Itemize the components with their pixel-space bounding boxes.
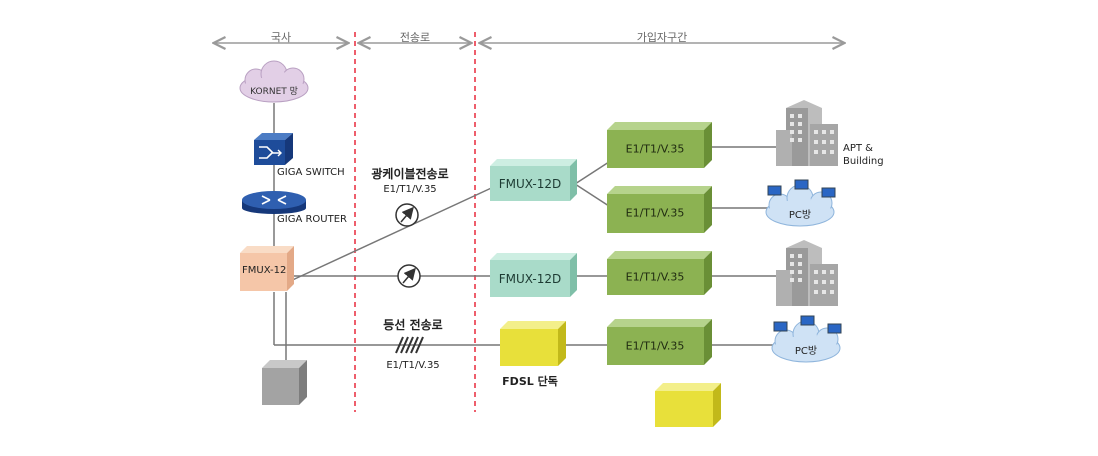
connection-lines [273,103,780,368]
computer-icons [767,179,836,198]
copper-line-spec: E1/T1/V.35 [386,360,440,371]
pc-room-label-2: PC방 [794,346,818,357]
e1-box-1 [607,122,712,168]
fmux-12d-label-b: FMUX-12D [498,272,562,286]
fdsl-box [500,321,566,366]
fiber-line-title: 광케이블전송로 [371,167,449,181]
e1-box-2 [607,186,712,233]
zone-label-subscriber: 가입자구간 [636,31,688,44]
grey-equipment-box [262,360,307,405]
fmux-12-box [240,246,294,291]
fmux-12d-box-a [490,159,577,201]
giga-switch-icon [254,133,293,165]
e1-box-1-label: E1/T1/V.35 [625,142,685,156]
pc-cloud-icon-2 [771,315,842,363]
line-gauge-icon [397,264,421,288]
e1-box-3-label: E1/T1/V.35 [625,270,685,284]
yellow-box-bottom [655,383,721,427]
building-icon-1 [776,100,838,166]
pc-room-label-1: PC방 [788,210,812,221]
building-icon-2 [776,240,838,306]
kornet-label: KORNET 망 [250,87,298,97]
apt-label-line2: Building [843,156,884,167]
kornet-cloud-icon [239,60,309,103]
giga-switch-label: GIGA SWITCH [277,167,345,178]
zone-label-office: 국사 [270,31,292,44]
e1-box-2-label: E1/T1/V.35 [625,206,685,220]
fiber-gauge-icon [395,203,419,227]
fmux-12-label: FMUX-12 [242,265,287,276]
fiber-line-spec: E1/T1/V.35 [383,184,437,195]
giga-router-label: GIGA ROUTER [277,214,347,225]
zone-label-transmission: 전송로 [399,31,431,44]
fdsl-label: FDSL 단독 [502,375,558,388]
copper-line-title: 등선 전송로 [383,318,443,332]
e1-box-4-label: E1/T1/V.35 [625,339,685,353]
apt-label-line1: APT & [843,143,873,154]
copper-line-icon [395,336,424,354]
e1-box-4 [607,319,712,365]
e1-box-3 [607,251,712,295]
fmux-12d-box-b [490,253,577,297]
computer-icons [773,315,842,334]
fmux-12d-label-a: FMUX-12D [498,177,562,191]
pc-cloud-icon-1 [765,179,836,227]
giga-router-icon [242,191,306,214]
